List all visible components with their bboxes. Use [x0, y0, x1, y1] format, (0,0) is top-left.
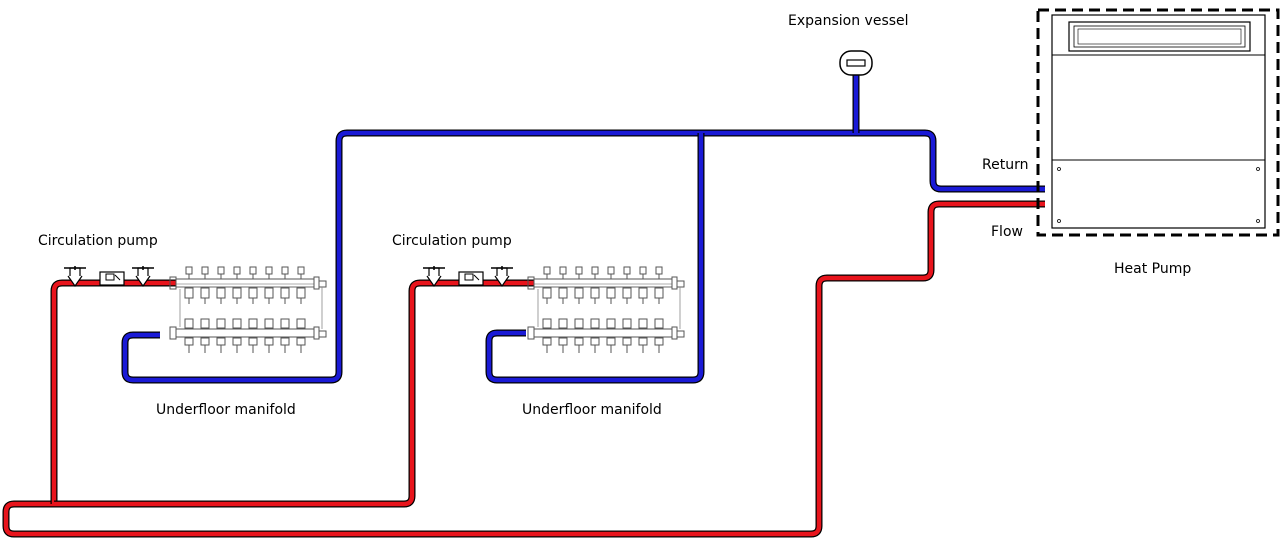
return-label: Return: [982, 157, 1028, 173]
underfloor-manifold-1: [169, 266, 327, 354]
flow-branch-2-pipe: [54, 279, 534, 508]
flow-main-pipe: [2, 200, 1045, 538]
flow-pipe-network: [2, 200, 1045, 538]
flow-label: Flow: [991, 224, 1023, 240]
circulation-pump-1: [63, 265, 155, 287]
heat-pump-unit: [1036, 8, 1280, 237]
circulation-pump-label-2: Circulation pump: [392, 233, 512, 249]
expansion-vessel-label: Expansion vessel: [788, 13, 909, 29]
underfloor-manifold-label-2: Underfloor manifold: [522, 402, 662, 418]
heat-pump-label: Heat Pump: [1114, 261, 1191, 277]
return-branch-2-pipe: [485, 133, 705, 384]
flow-branch-1-pipe: [50, 279, 176, 504]
underfloor-manifold-label-1: Underfloor manifold: [156, 402, 296, 418]
return-main-pipe: [121, 129, 1045, 384]
expansion-vessel-icon: [839, 50, 873, 76]
circulation-pump-2: [422, 265, 514, 287]
heat-pump-boundary: [1036, 8, 1280, 237]
return-pipe-network: [121, 75, 1045, 384]
circulation-pump-label-1: Circulation pump: [38, 233, 158, 249]
underfloor-manifold-2: [527, 266, 685, 354]
